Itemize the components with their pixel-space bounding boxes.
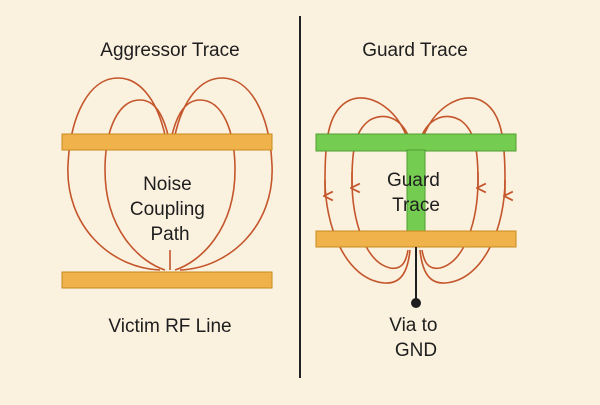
via-to-gnd-dot [411, 298, 421, 308]
noise-coupling-line-1: Noise [143, 174, 192, 195]
via-to-gnd-label: Via to GND [389, 315, 443, 361]
right-panel: Guard Trace Guard Trace Via to [315, 40, 517, 361]
via-to-gnd-line-2: GND [395, 340, 437, 361]
aggressor-trace-title: Aggressor Trace [100, 40, 239, 61]
guard-trace-label-line-1: Guard [387, 170, 440, 191]
guard-trace-title: Guard Trace [362, 40, 468, 61]
noise-coupling-line-3: Path [150, 224, 189, 245]
left-field-lines [67, 77, 273, 271]
field-line-outer-right [174, 77, 273, 271]
guard-trace-stem [406, 149, 426, 233]
guard-trace-label-line-2: Trace [392, 195, 440, 216]
noise-coupling-line-2: Coupling [130, 199, 205, 220]
aggressor-trace [61, 133, 273, 151]
victim-rf-line-label: Victim RF Line [108, 316, 231, 337]
guard-trace-label: Guard Trace [387, 170, 445, 216]
noise-coupling-label: Noise Coupling Path [130, 174, 210, 245]
field-line-outer-left [67, 77, 166, 271]
left-panel: Aggressor Trace Noise Coupling Path Vict… [61, 40, 273, 337]
right-field-lines [325, 97, 505, 284]
guard-trace-top [315, 133, 517, 152]
via-to-gnd-line-1: Via to [389, 315, 437, 336]
right-victim-trace [315, 230, 517, 248]
victim-rf-line [61, 271, 273, 289]
